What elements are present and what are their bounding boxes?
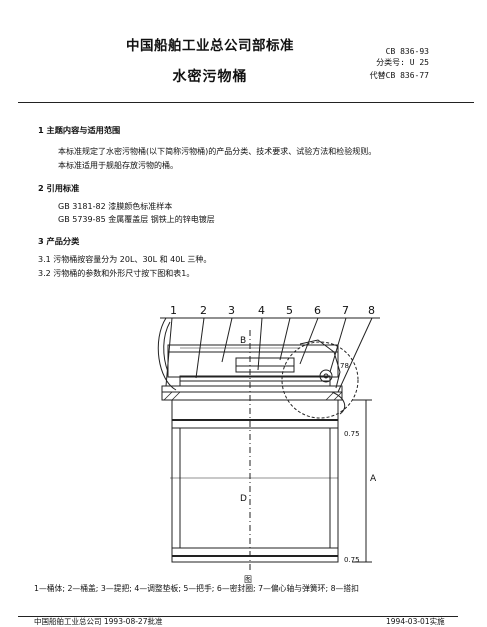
label-b: B [240, 336, 247, 346]
figure-caption: 图 [244, 575, 252, 584]
reference-1: GB 3181-82 漆膜颜色标准样本 [58, 202, 173, 211]
label-a: A [370, 474, 377, 484]
classification-number: 分类号: U 25 [376, 58, 429, 67]
callout-4: 4 [258, 304, 265, 317]
clause-3-2: 3.2 污物桶的参数和外形尺寸按下图和表1。 [38, 269, 195, 278]
dim-top: 0.75 [344, 430, 360, 438]
clause-3-1: 3.1 污物桶按容量分为 20L、30L 和 40L 三种。 [38, 255, 212, 264]
section-1-heading: 1 主题内容与适用范围 [38, 125, 121, 135]
document-title: 水密污物桶 [172, 69, 248, 85]
dim-bottom: 0.75 [344, 556, 360, 564]
rim-flange [161, 385, 343, 401]
callout-6: 6 [314, 304, 321, 317]
header-rule [18, 102, 474, 103]
org-title: 中国船舶工业总公司部标准 [126, 38, 294, 54]
callout-3: 3 [228, 304, 235, 317]
section-2-heading: 2 引用标准 [38, 183, 80, 193]
parts-legend: 1—桶体; 2—桶盖; 3—提把; 4—调整垫板; 5—把手; 6—密封圈; 7… [34, 584, 359, 593]
callout-7: 7 [342, 304, 349, 317]
standard-number: CB 836-93 [385, 47, 429, 56]
callout-1: 1 [170, 304, 177, 317]
label-d: D [240, 494, 247, 504]
callout-2: 2 [200, 304, 207, 317]
side-dim: 78 [340, 362, 349, 370]
callout-8: 8 [368, 304, 375, 317]
bucket-body [171, 399, 339, 563]
replaces-standard: 代替CB 836-77 [369, 71, 429, 80]
section-1-paragraph-2: 本标准适用于舰船存放污物的桶。 [58, 161, 178, 170]
eccentric-shaft [319, 369, 333, 383]
reference-2: GB 5739-85 金属覆盖层 钢铁上的锌电镀层 [58, 215, 215, 224]
implementation-date: 1994-03-01实施 [386, 617, 445, 626]
callout-5: 5 [286, 304, 293, 317]
section-1-paragraph-1: 本标准规定了水密污物桶(以下简称污物桶)的产品分类、技术要求、试验方法和检验规则… [58, 147, 377, 156]
approval-date: 中国船舶工业总公司 1993-08-27批准 [34, 617, 163, 626]
footer-rule [18, 616, 458, 617]
section-3-heading: 3 产品分类 [38, 236, 80, 246]
